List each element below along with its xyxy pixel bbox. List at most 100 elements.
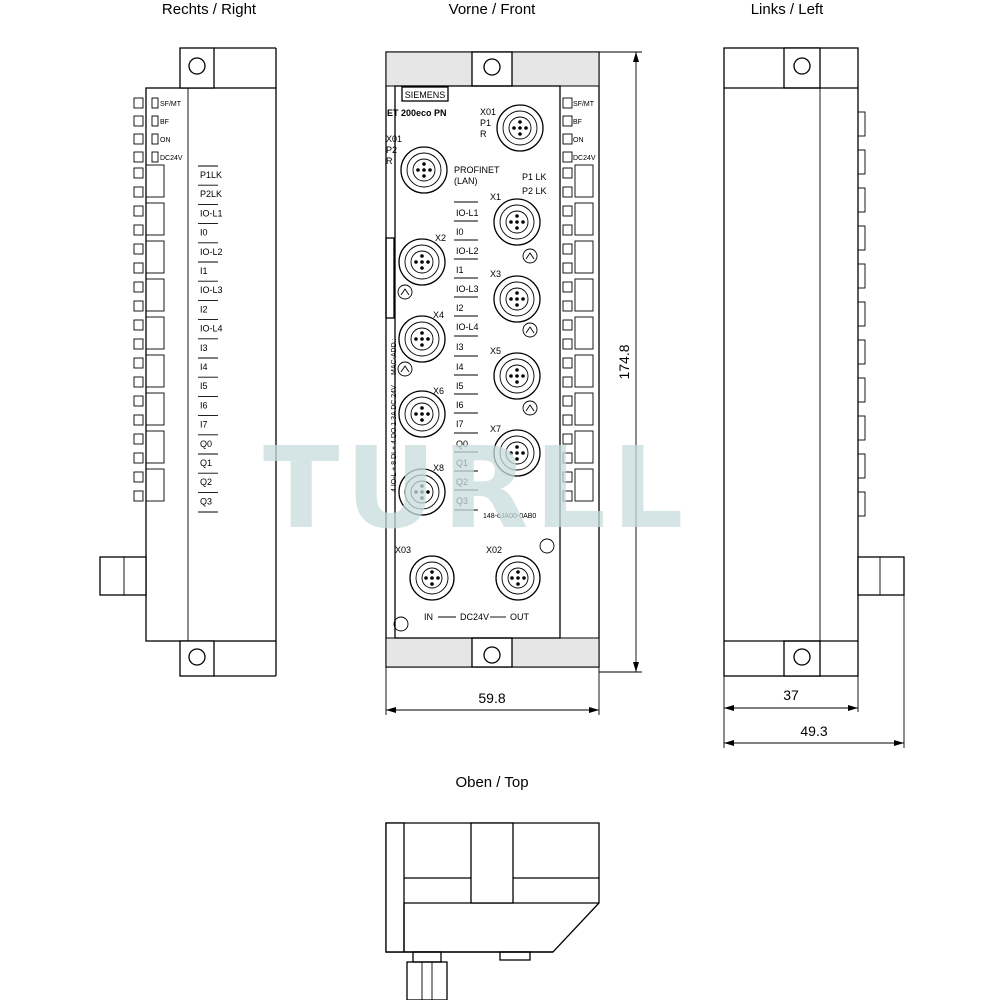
side-bump — [857, 491, 866, 517]
io-label: IO-L4 — [456, 322, 479, 332]
right-side-labels: SF/MTBFONDC24VP1LKP2LKIO-L1I0IO-L2I1IO-L… — [151, 97, 223, 513]
side-bump — [857, 263, 866, 289]
io-led — [562, 262, 573, 274]
side-bump — [857, 301, 866, 327]
status-led — [562, 115, 573, 127]
ground-symbol-icon — [397, 361, 413, 377]
right-io-label: I2 — [200, 304, 208, 314]
right-io-label: Q0 — [200, 439, 212, 449]
status-led — [133, 97, 144, 109]
dim-width: 59.8 — [478, 690, 505, 706]
power-in-label: IN — [424, 612, 433, 622]
io-label: IO-L1 — [456, 208, 479, 218]
port-x02-label: X02 — [486, 545, 502, 555]
led-window — [145, 354, 165, 388]
side-bump — [857, 415, 866, 441]
io-label: Q1 — [456, 458, 468, 468]
right-io-label: I4 — [200, 362, 208, 372]
front-mount-top — [471, 51, 513, 87]
front-view: SIEMENS ET 200eco PN MAC-ADD.: 4 IO-L + … — [385, 51, 600, 668]
view-title-top: Oben / Top — [455, 774, 528, 791]
led-window — [145, 392, 165, 426]
top-side-left — [385, 822, 405, 953]
x01-p2-line2: P2 — [386, 145, 397, 155]
io-led — [562, 395, 573, 407]
port-x02 — [495, 555, 541, 601]
right-io-label: I6 — [200, 400, 208, 410]
io-led — [562, 452, 573, 464]
io-led — [133, 490, 144, 502]
dim-height: 174.8 — [616, 344, 632, 379]
right-body — [145, 87, 277, 642]
left-screw-top — [793, 57, 811, 75]
x01-p1-line3: R — [480, 129, 487, 139]
led-window — [574, 164, 594, 198]
right-led-strip — [133, 97, 165, 502]
port-x4 — [398, 315, 446, 363]
io-label: I4 — [456, 362, 464, 372]
right-io-label: Q1 — [200, 458, 212, 468]
right-screw-top — [188, 57, 206, 75]
status-led-label: SF/MT — [573, 101, 595, 108]
io-led — [133, 376, 144, 388]
led-window — [574, 392, 594, 426]
io-led — [133, 357, 144, 369]
io-led — [133, 300, 144, 312]
port-x2-label: X2 — [435, 233, 446, 243]
led-window — [574, 316, 594, 350]
side-bump — [857, 111, 866, 137]
io-led — [562, 205, 573, 217]
left-mount-bottom — [783, 640, 821, 677]
left-body — [723, 47, 859, 677]
right-io-label: I5 — [200, 381, 208, 391]
right-status-label: DC24V — [160, 155, 183, 162]
port-x6 — [398, 390, 446, 438]
right-connector-stub — [99, 556, 147, 596]
dim-depth-total: 49.3 — [800, 723, 827, 739]
led-window — [574, 278, 594, 312]
io-label: Q2 — [456, 477, 468, 487]
order-number: 148-6JA00-0AB0 — [483, 513, 536, 520]
front-label-strip — [385, 237, 395, 319]
status-led-label: ON — [573, 137, 584, 144]
io-led — [562, 357, 573, 369]
io-label: I0 — [456, 227, 464, 237]
status-led-label: BF — [573, 119, 582, 126]
front-screw-bottom — [483, 646, 501, 664]
io-label: I5 — [456, 381, 464, 391]
ground-symbol-icon — [522, 322, 538, 338]
left-screw-bottom — [793, 648, 811, 666]
io-led — [133, 471, 144, 483]
port-x6-label: X6 — [433, 386, 444, 396]
x01-p1-line1: X01 — [480, 107, 496, 117]
port-x01-p2 — [400, 146, 448, 194]
port-x3 — [493, 275, 541, 323]
top-view — [385, 822, 600, 1000]
front-io-labels: IO-L1I0IO-L2I1IO-L3I2IO-L4I3I4I5I6I7Q0Q1… — [454, 201, 479, 511]
status-led — [562, 133, 573, 145]
side-bump — [857, 225, 866, 251]
led-window — [145, 240, 165, 274]
port-x5-label: X5 — [490, 346, 501, 356]
left-view — [723, 47, 905, 677]
status-led-label: DC24V — [573, 155, 596, 162]
right-io-label: P1LK — [200, 170, 222, 180]
io-led — [562, 167, 573, 179]
profinet-line2: (LAN) — [454, 176, 478, 186]
io-led — [133, 395, 144, 407]
io-label: I2 — [456, 303, 464, 313]
io-led — [562, 414, 573, 426]
right-status-label: BF — [160, 119, 169, 126]
led-window — [574, 240, 594, 274]
top-connector-small — [499, 951, 531, 961]
io-led — [562, 471, 573, 483]
dimensions: 59.8 174.8 37 49.3 — [385, 51, 905, 748]
right-mount-bottom — [179, 640, 215, 677]
right-view: SF/MTBFONDC24VP1LKP2LKIO-L1I0IO-L2I1IO-L… — [99, 47, 277, 677]
led-window — [574, 430, 594, 464]
led-window — [145, 316, 165, 350]
power-out-label: OUT — [510, 612, 530, 622]
port-x1-label: X1 — [490, 192, 501, 202]
port-x7-label: X7 — [490, 424, 501, 434]
right-io-label: IO-L4 — [200, 324, 223, 334]
